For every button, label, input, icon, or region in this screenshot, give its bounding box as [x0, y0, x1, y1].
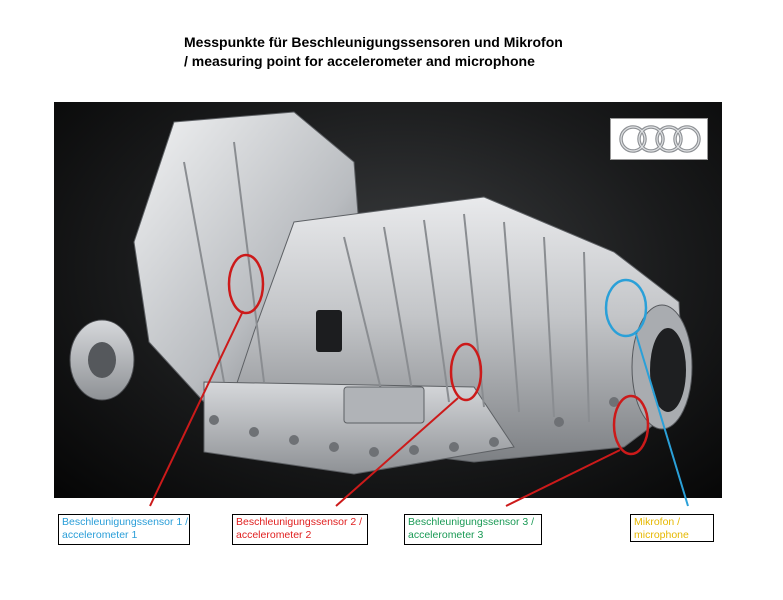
label-3-line-english: accelerometer 3	[408, 529, 484, 541]
label-1-line-german: Beschleunigungssensor 1 /	[62, 516, 189, 528]
transmission-illustration	[69, 111, 693, 475]
label-microphone: Mikrofon / microphone	[630, 514, 714, 542]
oil-pan	[203, 381, 515, 475]
housing-ribs	[183, 141, 590, 423]
marker-accelerometer-3	[612, 394, 650, 456]
housing-bolts	[209, 397, 619, 457]
marker-accelerometer-2	[449, 342, 483, 402]
diagram-title: Messpunkte für Beschleunigungssensoren u…	[184, 33, 704, 71]
four-rings-logo	[610, 118, 708, 160]
label-accelerometer-1: Beschleunigungssensor 1 / accelerometer …	[58, 514, 190, 545]
leader-line-microphone	[635, 333, 689, 507]
label-accelerometer-2: Beschleunigungssensor 2 / accelerometer …	[232, 514, 368, 545]
leader-line-3	[505, 449, 621, 507]
transmission-photo	[54, 102, 722, 498]
title-line-english: / measuring point for accelerometer and …	[184, 53, 535, 69]
label-2-line-german: Beschleunigungssensor 2 /	[236, 516, 363, 528]
title-line-german: Messpunkte für Beschleunigungssensoren u…	[184, 34, 563, 50]
label-1-line-english: accelerometer 1	[62, 529, 138, 541]
label-4-line-german: Mikrofon /	[634, 516, 681, 528]
leader-line-1	[149, 310, 244, 507]
label-4-line-english: microphone	[634, 529, 689, 541]
leader-line-2	[335, 397, 459, 507]
marker-accelerometer-1	[227, 253, 265, 315]
label-2-line-english: accelerometer 2	[236, 529, 312, 541]
electrical-connector	[316, 310, 342, 352]
marker-microphone	[604, 278, 648, 338]
label-accelerometer-3: Beschleunigungssensor 3 / accelerometer …	[404, 514, 542, 545]
label-3-line-german: Beschleunigungssensor 3 /	[408, 516, 535, 528]
